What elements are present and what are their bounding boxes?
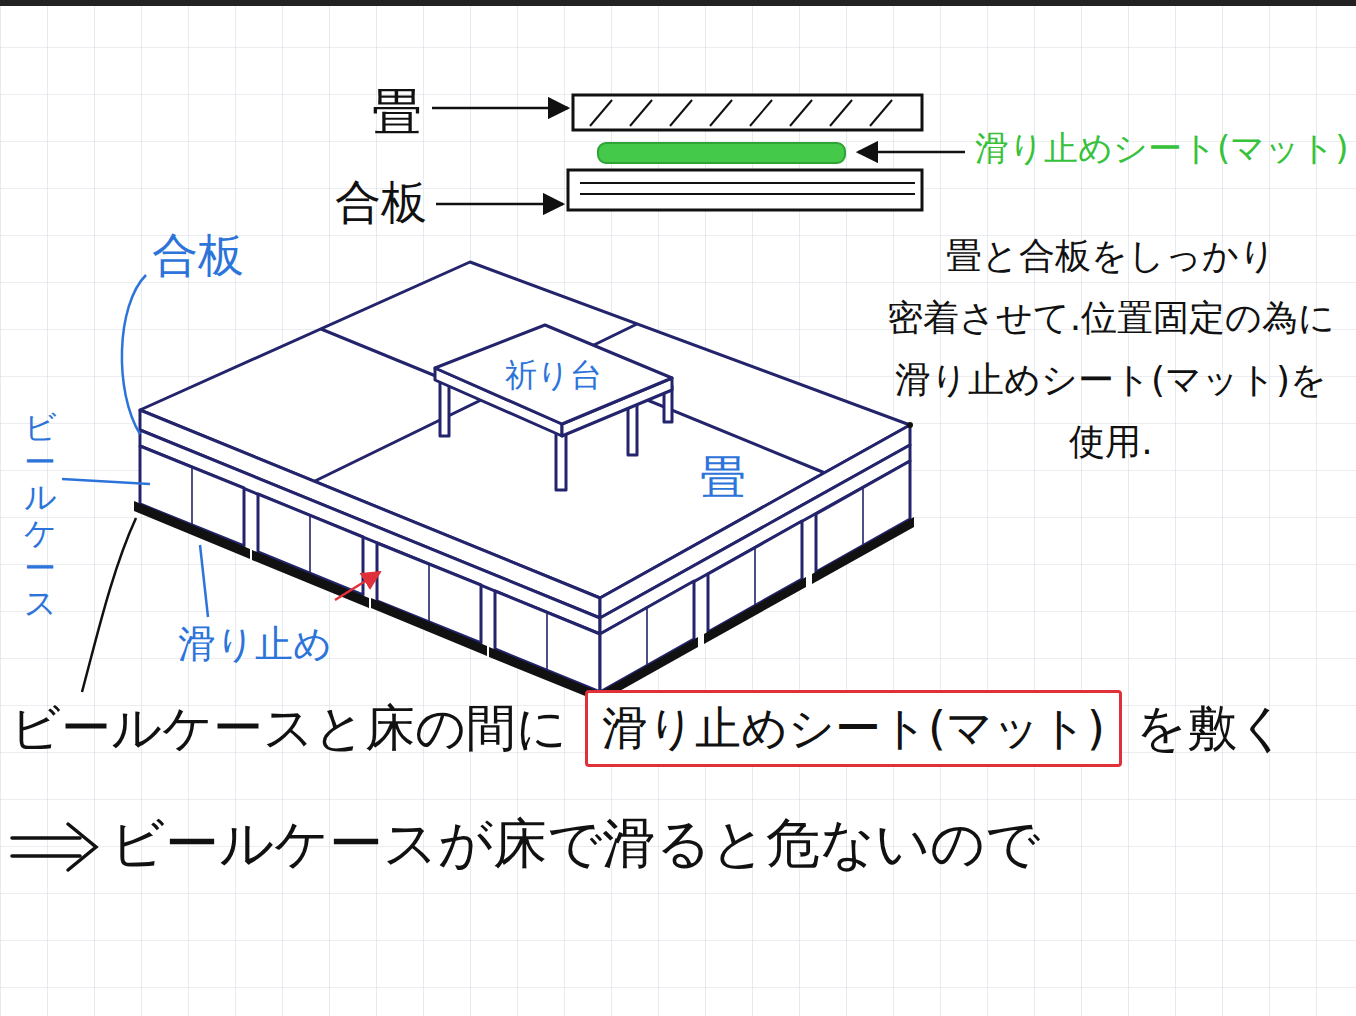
part-label-text: 畳 [700, 450, 746, 504]
instruction-text: ビールケースと床の間に [10, 698, 567, 758]
part-label-text: 畳 [372, 83, 422, 141]
part-label: 合板 [335, 175, 427, 230]
top-edge [0, 0, 1356, 6]
part-label: 滑り止め [178, 622, 332, 668]
part-label-text: 合板 [335, 175, 427, 229]
callout-label: 滑り止めシート(マット) [975, 128, 1349, 169]
part-label-text: 合板 [152, 228, 244, 282]
tatami-platform [140, 262, 910, 692]
part-label: ビールケース [24, 410, 56, 621]
part-label: 合板 [152, 228, 244, 283]
part-label-text: 祈り台 [505, 356, 602, 394]
red-arrow [335, 572, 380, 600]
part-label-text: 滑り止め [178, 622, 332, 666]
instruction-text-text: ビールケースと床の間に [10, 699, 567, 757]
instruction-text-text: を敷く [1136, 699, 1288, 757]
part-label: 畳 [700, 450, 746, 505]
highlight-box: 滑り止めシート(マット) [585, 690, 1122, 767]
leader-line [200, 545, 208, 617]
reason-text: ビールケースが床で滑ると危ないので [110, 812, 1040, 877]
callout-label-text: 滑り止めシート(マット) [975, 128, 1349, 168]
part-label: 畳 [372, 82, 422, 142]
slip-mats [134, 501, 914, 702]
leader-line [62, 479, 150, 484]
implies-arrow [12, 824, 96, 870]
reason-text-text: ビールケースが床で滑ると危ないので [110, 812, 1040, 875]
part-label: 祈り台 [505, 356, 602, 394]
instruction-text: を敷く [1136, 698, 1288, 758]
leader-line [122, 275, 146, 434]
cross-section [432, 95, 965, 210]
leader-line [82, 518, 136, 692]
prayer-stand [435, 325, 672, 490]
part-label-text: ビールケース [24, 410, 56, 621]
note-text: 畳と合板をしっかり 密着させて.位置固定の為に 滑り止めシート(マット)を 使用… [880, 225, 1342, 473]
note-text-text: 畳と合板をしっかり 密着させて.位置固定の為に 滑り止めシート(マット)を 使用… [880, 225, 1342, 473]
box-text: 滑り止めシート(マット) [602, 701, 1105, 756]
